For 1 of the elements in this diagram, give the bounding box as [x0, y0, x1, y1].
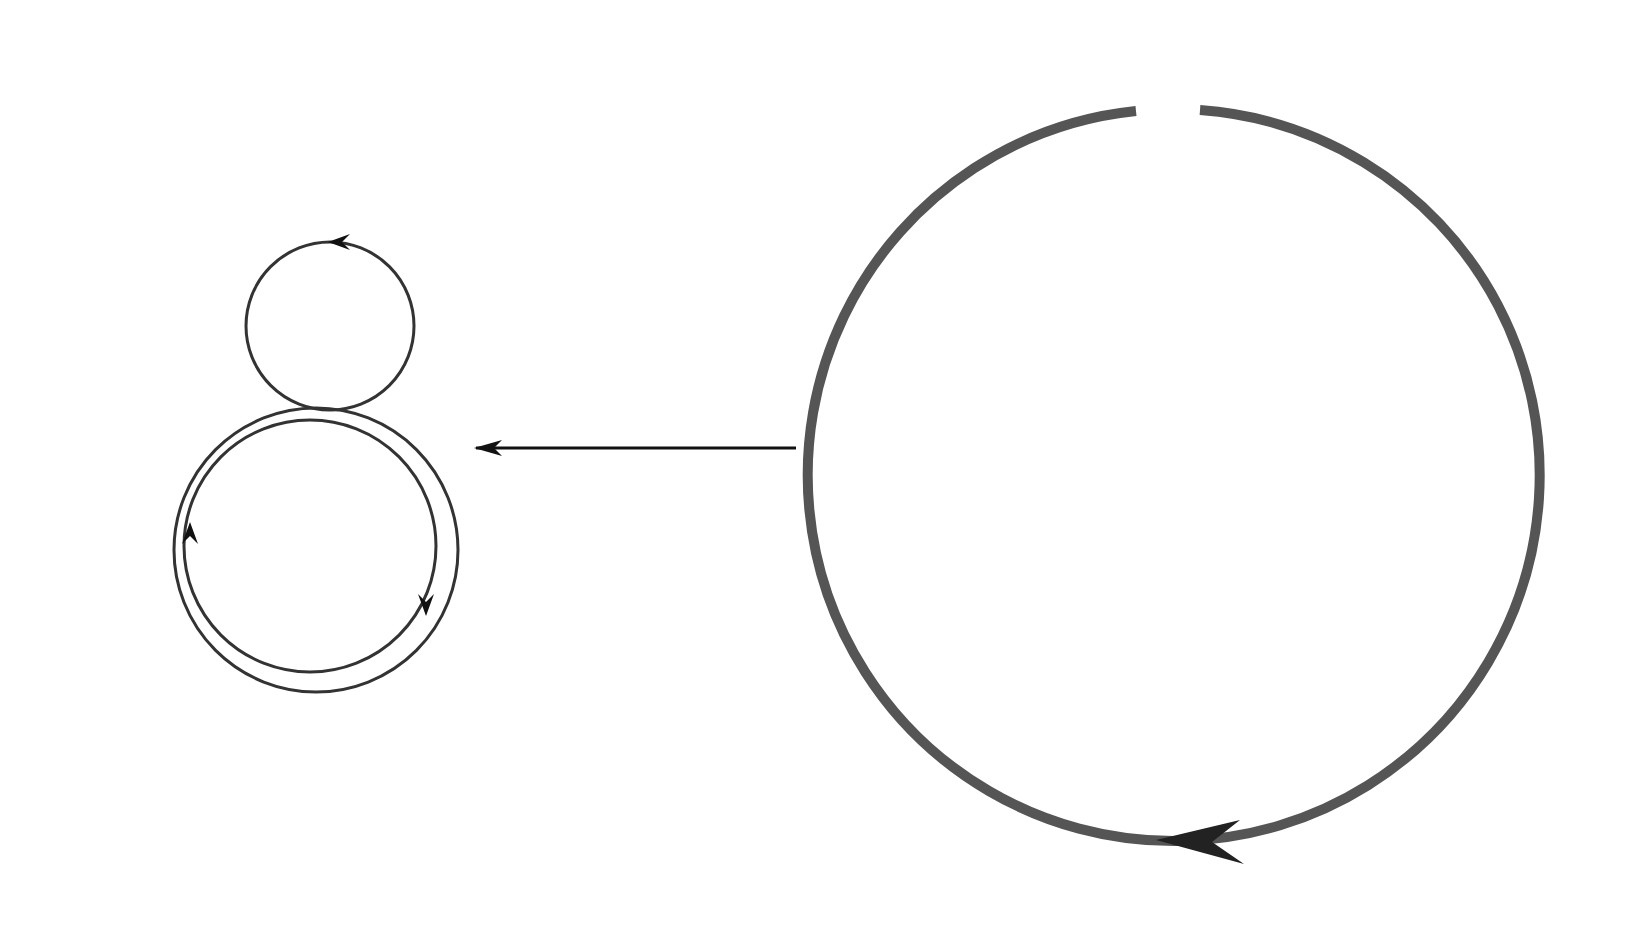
arrow [474, 440, 796, 456]
